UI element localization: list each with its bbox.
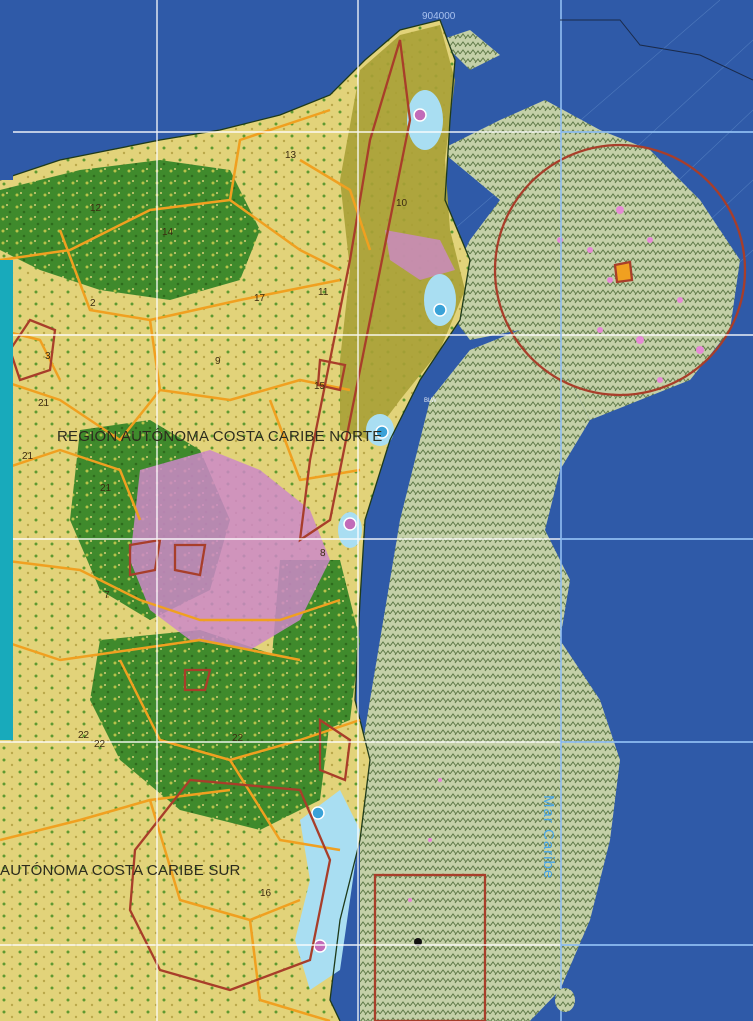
unit-number: 13 bbox=[285, 150, 297, 161]
grid-offshore-tint bbox=[560, 0, 753, 1021]
coastline bbox=[0, 19, 471, 1021]
municipal-boundaries bbox=[0, 108, 372, 1021]
region-label-south: AUTÓNOMA COSTA CARIBE SUR bbox=[0, 862, 241, 879]
island bbox=[555, 988, 575, 1012]
reef-area bbox=[360, 330, 620, 1021]
unit-number: 22 bbox=[94, 739, 106, 750]
lagoons bbox=[295, 90, 456, 990]
unit-number: 22 bbox=[232, 733, 244, 744]
teal-band bbox=[0, 260, 13, 740]
unit-number: 21 bbox=[100, 483, 112, 494]
unit-number: 10 bbox=[396, 198, 408, 209]
region-label-north: REGIÓN AUTÓNOMA COSTA CARIBE NORTE bbox=[57, 428, 383, 445]
grid-coordinate-label: 904000 bbox=[422, 11, 456, 22]
reef-area-north bbox=[440, 100, 740, 420]
unit-number: 12 bbox=[90, 203, 102, 214]
unit-number: 8 bbox=[320, 548, 326, 559]
unit-number: 16 bbox=[260, 888, 272, 899]
unit-number: 14 bbox=[162, 227, 174, 238]
unit-number: 9 bbox=[215, 356, 221, 367]
lagoon-markers bbox=[311, 108, 447, 953]
top-lines bbox=[560, 19, 753, 81]
pink-coast bbox=[385, 230, 455, 280]
forest-nw bbox=[0, 160, 260, 300]
unit-number: 15 bbox=[314, 381, 326, 392]
small-place-label: BLW bbox=[424, 398, 437, 404]
top-left-panel bbox=[0, 0, 13, 180]
unit-number: 21 bbox=[22, 451, 34, 462]
protected-areas bbox=[8, 39, 747, 1021]
pink-specks bbox=[408, 206, 704, 902]
unit-number: 22 bbox=[78, 730, 90, 741]
sea-label: Mar Caribe bbox=[540, 795, 557, 880]
unit-number: 3 bbox=[45, 351, 51, 362]
unit-number: 11 bbox=[318, 287, 329, 298]
unit-number: 7 bbox=[104, 590, 110, 601]
unit-number: 2 bbox=[90, 298, 96, 309]
unit-number: 17 bbox=[254, 293, 266, 304]
reef-island bbox=[440, 30, 500, 70]
pink-savanna bbox=[130, 450, 330, 650]
unit-number: 21 bbox=[38, 398, 50, 409]
